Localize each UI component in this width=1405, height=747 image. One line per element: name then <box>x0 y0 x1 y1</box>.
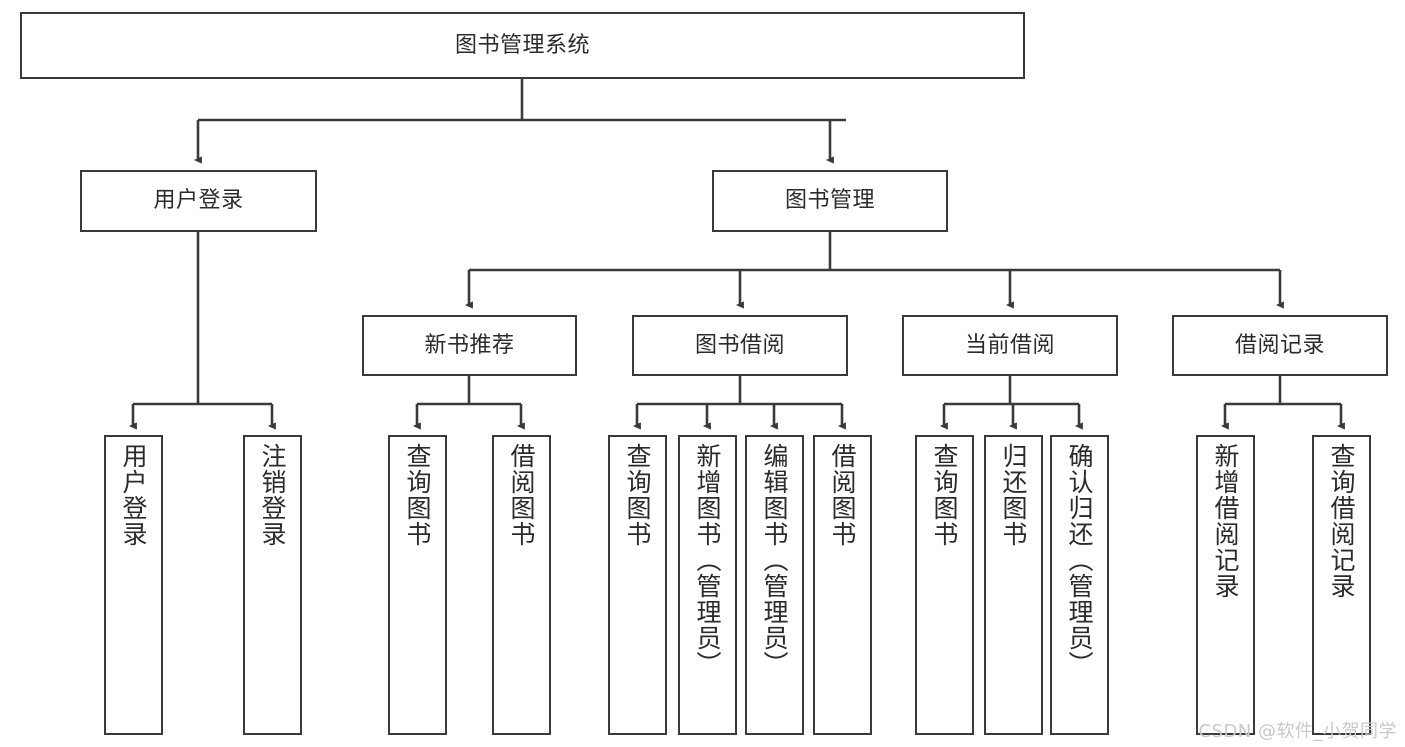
node-leaf-user-login[interactable]: 用户登录 <box>104 435 163 735</box>
watermark-text: CSDN @软件_小贺同学 <box>1198 721 1397 742</box>
node-new-book-recommend[interactable]: 新书推荐 <box>362 315 577 376</box>
node-label: 用户登录 <box>153 188 244 214</box>
node-leaf-add-record[interactable]: 新增借阅记录 <box>1196 435 1255 735</box>
node-label: 新增图书（管理员） <box>693 443 722 677</box>
node-label: 图书管理系统 <box>454 32 590 58</box>
node-leaf-query-record[interactable]: 查询借阅记录 <box>1312 435 1371 735</box>
node-borrow-record[interactable]: 借阅记录 <box>1172 315 1388 376</box>
node-label: 借阅图书 <box>828 443 857 547</box>
node-label: 借阅图书 <box>507 443 536 547</box>
node-book-borrow[interactable]: 图书借阅 <box>632 315 848 376</box>
node-label: 注销登录 <box>258 443 287 547</box>
node-label: 新书推荐 <box>424 332 515 358</box>
node-label: 查询借阅记录 <box>1327 443 1356 599</box>
node-leaf-query-book-1[interactable]: 查询图书 <box>388 435 447 735</box>
node-leaf-borrow-book-2[interactable]: 借阅图书 <box>813 435 872 735</box>
node-leaf-query-book-2[interactable]: 查询图书 <box>608 435 667 735</box>
node-leaf-confirm-return[interactable]: 确认归还（管理员） <box>1050 435 1109 735</box>
node-book-management[interactable]: 图书管理 <box>712 170 948 232</box>
node-leaf-logout-login[interactable]: 注销登录 <box>243 435 302 735</box>
node-label: 查询图书 <box>623 443 652 547</box>
node-label: 借阅记录 <box>1234 332 1325 358</box>
node-label: 编辑图书（管理员） <box>760 443 789 677</box>
node-label: 归还图书 <box>999 443 1028 547</box>
node-leaf-add-book[interactable]: 新增图书（管理员） <box>678 435 737 735</box>
node-label: 查询图书 <box>930 443 959 547</box>
node-leaf-return-book[interactable]: 归还图书 <box>984 435 1043 735</box>
node-label: 图书管理 <box>784 188 875 214</box>
node-label: 查询图书 <box>403 443 432 547</box>
node-label: 新增借阅记录 <box>1211 443 1240 599</box>
node-label: 当前借阅 <box>964 332 1055 358</box>
node-leaf-query-book-3[interactable]: 查询图书 <box>915 435 974 735</box>
node-leaf-edit-book[interactable]: 编辑图书（管理员） <box>745 435 804 735</box>
node-leaf-borrow-book-1[interactable]: 借阅图书 <box>492 435 551 735</box>
node-root-book-management-system[interactable]: 图书管理系统 <box>20 12 1025 79</box>
node-label: 图书借阅 <box>694 332 785 358</box>
node-current-borrow[interactable]: 当前借阅 <box>902 315 1118 376</box>
node-label: 用户登录 <box>119 443 148 547</box>
node-label: 确认归还（管理员） <box>1065 443 1094 677</box>
node-user-login[interactable]: 用户登录 <box>80 170 317 232</box>
